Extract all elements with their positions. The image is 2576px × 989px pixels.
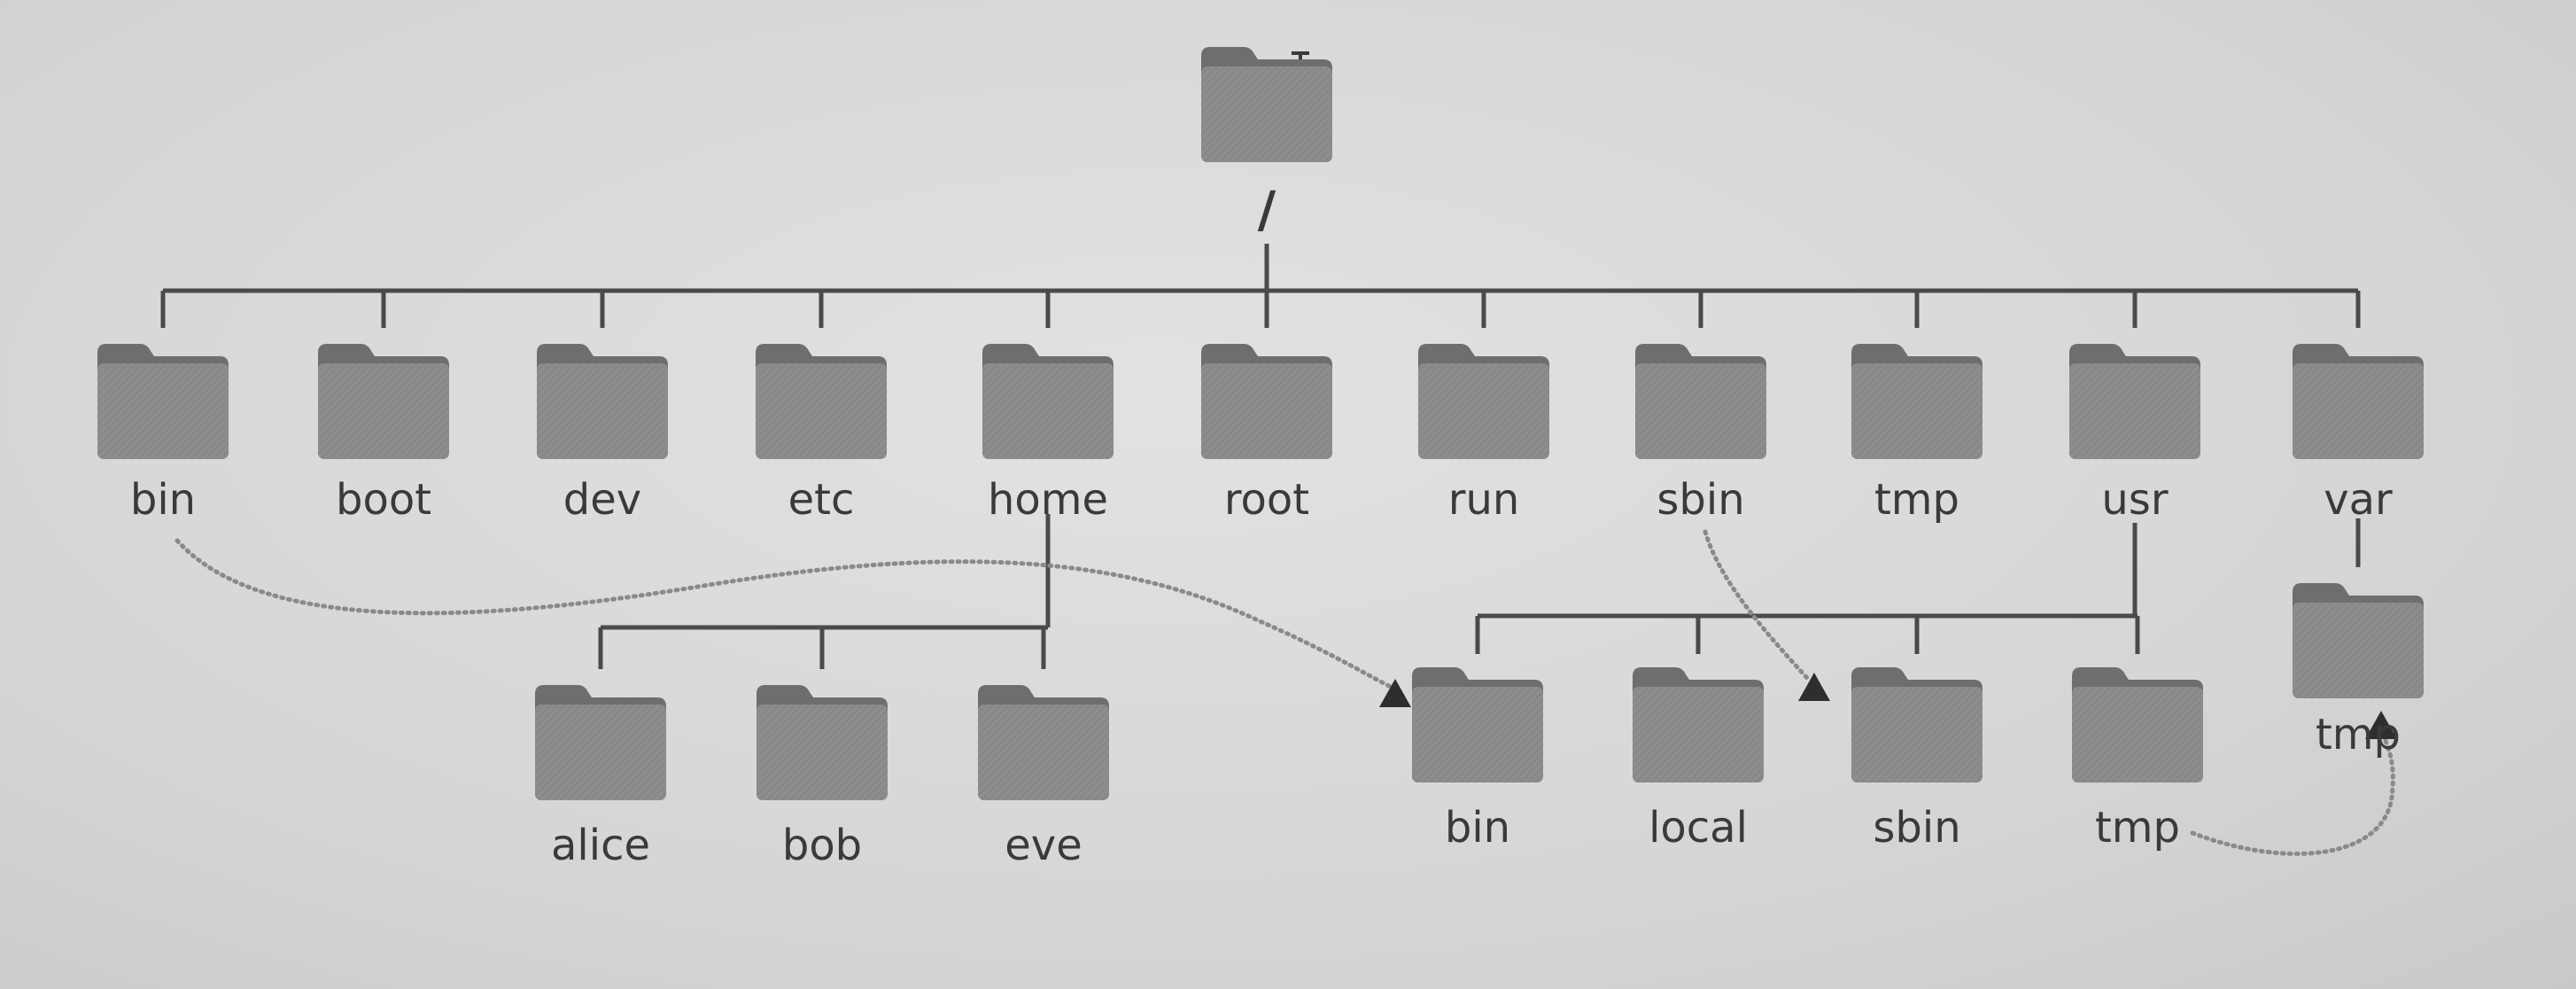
var-tmp-label: tmp — [2315, 710, 2401, 759]
usr-tmp-folder-icon[interactable] — [2068, 660, 2207, 784]
bob-label: bob — [781, 821, 863, 870]
usr-bin-folder-icon[interactable] — [1408, 660, 1547, 784]
tmp-folder-icon[interactable] — [1848, 337, 1986, 461]
boot-folder-icon[interactable] — [314, 337, 453, 461]
root-folder-icon[interactable] — [1198, 40, 1336, 164]
sbin-symlink-arrowhead — [1798, 673, 1830, 701]
sbin-label: sbin — [1657, 475, 1745, 525]
tmp-symlink-path — [2190, 733, 2395, 856]
root-label: / — [1257, 182, 1276, 239]
usr-folder-icon[interactable] — [2066, 337, 2204, 461]
bin-label: bin — [129, 475, 197, 525]
bin-folder-icon[interactable] — [94, 337, 232, 461]
bin-symlink-arrowhead — [1379, 679, 1411, 707]
alice-folder-icon[interactable] — [531, 678, 670, 802]
var-tmp-folder-icon[interactable] — [2289, 576, 2427, 700]
sbin-folder-icon[interactable] — [1632, 337, 1770, 461]
usr-bin-label: bin — [1444, 803, 1511, 853]
dev-label: dev — [563, 475, 642, 525]
boot-label: boot — [335, 475, 432, 525]
tmp-label: tmp — [1874, 475, 1960, 525]
alice-label: alice — [550, 821, 650, 870]
dev-folder-icon[interactable] — [533, 337, 671, 461]
run-folder-icon[interactable] — [1415, 337, 1553, 461]
var-label: var — [2324, 475, 2393, 525]
eve-label: eve — [1005, 821, 1082, 870]
usr-sbin-label: sbin — [1873, 803, 1961, 853]
home-label: home — [987, 475, 1109, 525]
etc-label: etc — [788, 475, 855, 525]
var-folder-icon[interactable] — [2289, 337, 2427, 461]
run-label: run — [1447, 475, 1520, 525]
usr-sbin-folder-icon[interactable] — [1848, 660, 1986, 784]
usr-tmp-label: tmp — [2094, 803, 2181, 853]
sbin-symlink-path — [1703, 529, 1810, 681]
home-folder-icon[interactable] — [979, 337, 1117, 461]
eve-folder-icon[interactable] — [974, 678, 1113, 802]
root-dir-label: root — [1223, 475, 1310, 525]
etc-folder-icon[interactable] — [752, 337, 890, 461]
usr-local-folder-icon[interactable] — [1629, 660, 1767, 784]
tmp-symlink-arrowhead — [2365, 711, 2397, 739]
root-dir-folder-icon[interactable] — [1198, 337, 1336, 461]
usr-label: usr — [2101, 475, 2169, 525]
bin-symlink-path — [175, 538, 1393, 689]
usr-local-label: local — [1649, 803, 1748, 853]
bob-folder-icon[interactable] — [753, 678, 891, 802]
